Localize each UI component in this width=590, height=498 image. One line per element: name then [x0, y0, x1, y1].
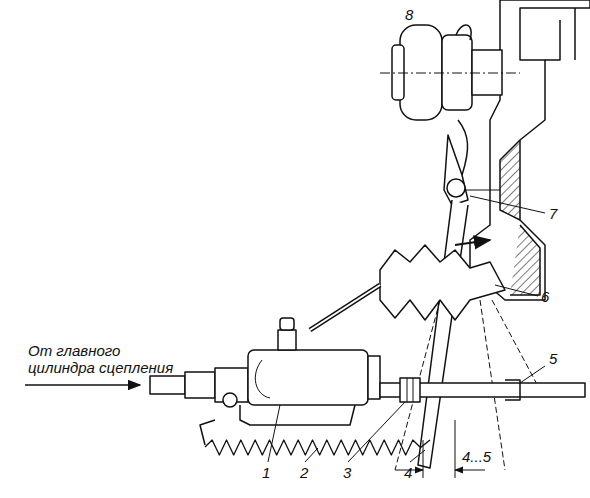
callout-number: 7 — [549, 205, 557, 222]
callout-number: 1 — [262, 464, 270, 481]
callout-number: 8 — [405, 6, 413, 23]
flow-label: От главного цилиндра сцепления — [28, 342, 188, 376]
return-spring — [205, 440, 420, 455]
callout-number: 6 — [541, 288, 549, 305]
callout-number: 4 — [404, 464, 412, 481]
callout-number: 2 — [300, 464, 308, 481]
callout-number: 5 — [549, 350, 557, 367]
dimension-label: 4...5 — [462, 448, 491, 465]
callout-number: 3 — [343, 464, 351, 481]
